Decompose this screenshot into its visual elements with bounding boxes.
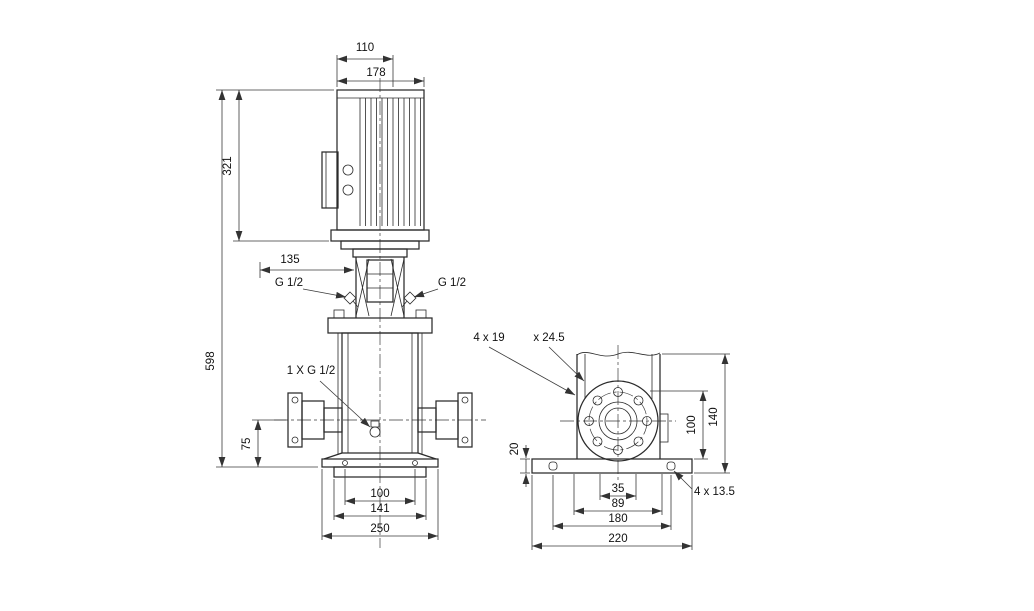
cable-entry-upper [342,164,354,176]
flange-bolt [291,436,299,444]
mounting-flange [577,380,659,462]
dim-35-label: 35 [612,483,625,495]
slot-count-label: 4 x 19 [473,332,504,344]
flange-outer [577,380,659,462]
chamber-stack [337,332,423,455]
dim-598-label: 598 [205,351,217,370]
coupling [366,259,394,303]
front-view: 110 178 321 598 135 G 1/2 G 1/2 1 X G 1/… [205,42,486,548]
bolt-hole [592,395,603,406]
motor [321,89,425,231]
staybolt-nut-right [415,309,427,319]
cable-entry-lower [342,184,354,196]
motor-body [336,89,425,231]
dim-321-label: 321 [222,156,234,175]
bolt-hole [633,395,644,406]
slot-leader-1 [488,346,576,396]
staybolt-nut-left [333,309,345,319]
base-hole-label: 4 x 13.5 [694,486,735,498]
extension-lines-140 [662,353,730,474]
dim-140-label: 140 [708,407,720,426]
baseplate [531,458,693,474]
dim-135-label: 135 [280,254,299,266]
bolt-circle [588,391,648,451]
port-right-label: G 1/2 [438,277,466,289]
dim-75-label: 75 [241,438,253,451]
dim-100-base-label: 100 [370,488,389,500]
dim-89-label: 89 [612,498,625,510]
bolt-hole [584,416,594,426]
bolt-hole [613,387,623,397]
flange-inner-ring [598,401,638,441]
dim-100-height-label: 100 [686,415,698,434]
flange-dimensions: 4 x 19 x 24.5 20 100 140 35 89 180 [473,332,735,550]
dim-220-label: 220 [608,533,627,545]
motor-flange [330,229,430,258]
slot-depth-label: x 24.5 [533,332,564,344]
bolt-hole [642,416,652,426]
dim-141-label: 141 [370,503,389,515]
extension-lines-180 [552,475,672,530]
dim-110-label: 110 [356,42,374,54]
drain-leader [319,380,371,428]
extension-lines-250 [321,469,439,540]
base-block [333,466,427,478]
pump-column [576,351,669,459]
slot-leader-2 [548,346,585,382]
sleeve [341,332,419,454]
flange-bolt [461,436,469,444]
flange-view: 4 x 19 x 24.5 20 100 140 35 89 180 [473,332,735,550]
suction-flange [287,392,343,448]
baseplate-slot-right [666,461,676,471]
flange-bore [604,407,632,435]
motor-fins [359,98,421,226]
coupling-lantern [343,257,417,318]
dim-180-label: 180 [608,513,627,525]
drain-port-label: 1 X G 1/2 [287,365,336,377]
port-right-leader [413,288,439,298]
drain-plug-stem [370,420,380,428]
flange-bolt [291,396,299,404]
dim-20-label: 20 [509,443,521,456]
dim-178-label: 178 [366,67,385,79]
discharge-flange [417,392,473,448]
extension-lines-100h [650,390,708,460]
bolt-hole [613,445,623,455]
side-boss [659,413,669,443]
base-bolt [412,460,418,466]
bolt-hole [633,436,644,447]
drain-plug [369,426,381,438]
break-line [576,351,661,357]
base-hole-leader [673,470,693,490]
extension-lines-20 [520,458,530,474]
dim-250-label: 250 [370,523,389,535]
port-plug-left [343,291,359,308]
extension-lines-220 [531,475,693,550]
port-left-leader [302,288,347,299]
flange-bolt [461,396,469,404]
base-bolt [342,460,348,466]
baseplate-slot-left [548,461,558,471]
terminal-box [321,151,339,209]
pump-base [321,452,439,478]
bolt-hole [592,436,603,447]
port-left-label: G 1/2 [275,277,303,289]
front-dimensions: 110 178 321 598 135 G 1/2 G 1/2 1 X G 1/… [205,42,466,540]
